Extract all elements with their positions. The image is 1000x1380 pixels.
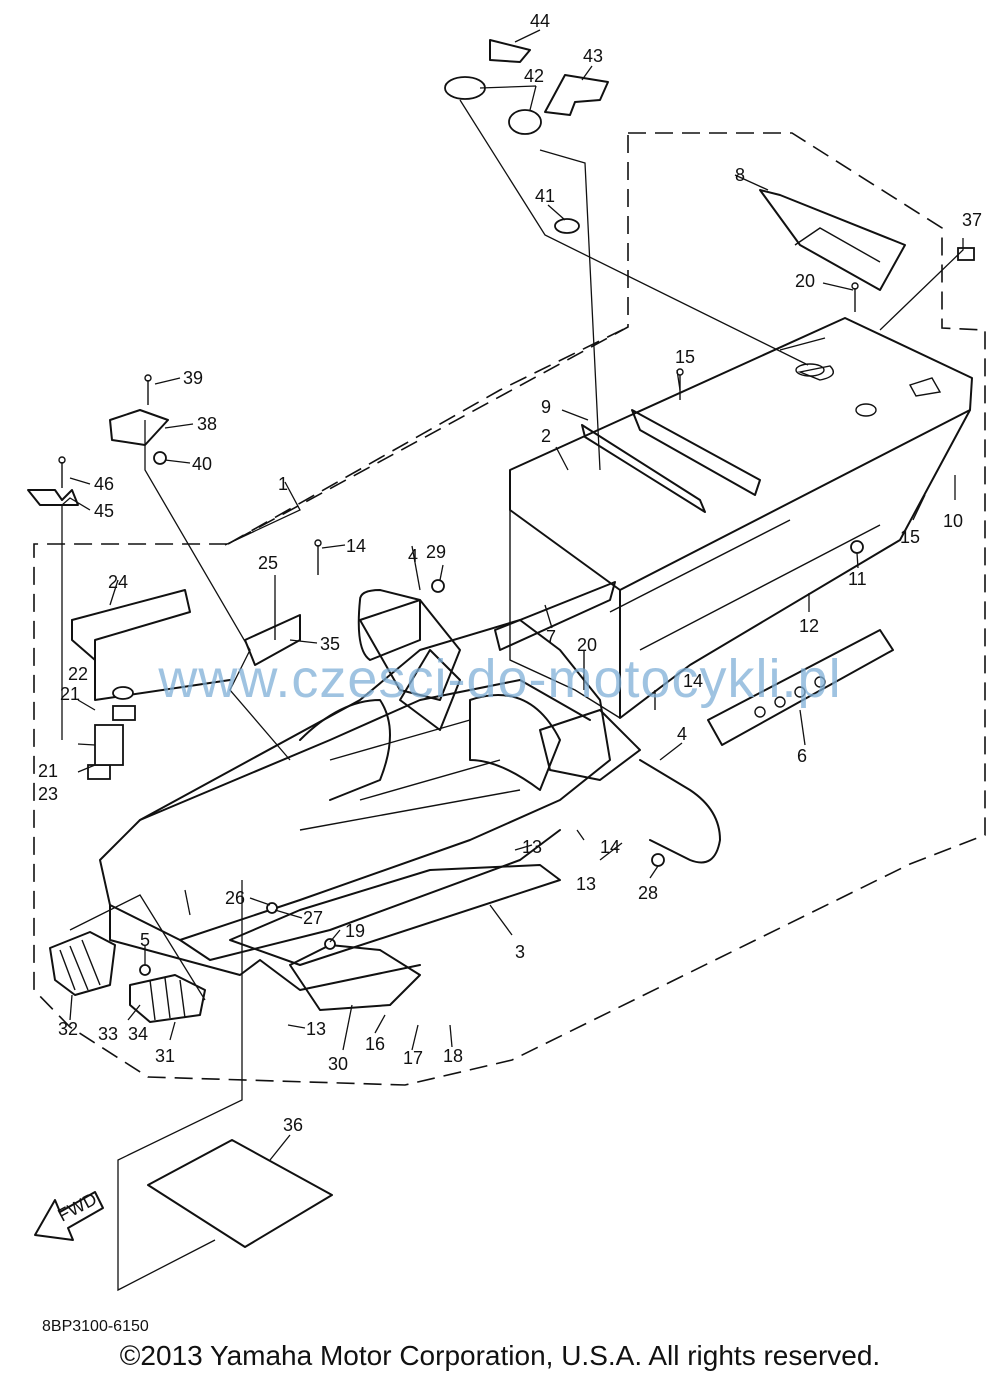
callout-6: 6 <box>797 746 807 766</box>
grommet-part <box>554 218 580 234</box>
top-bracket-part <box>759 189 906 291</box>
callout-27: 27 <box>303 908 323 928</box>
callout-5: 5 <box>140 930 150 950</box>
callout-4a: 4 <box>408 546 418 566</box>
callout-36: 36 <box>283 1115 303 1135</box>
callout-9: 9 <box>541 397 551 417</box>
callout-13c: 13 <box>306 1019 326 1039</box>
rear-tunnel <box>509 317 973 719</box>
callout-34: 34 <box>128 1024 148 1044</box>
callout-38: 38 <box>197 414 217 434</box>
callout-31: 31 <box>155 1046 175 1066</box>
callout-44: 44 <box>530 11 550 31</box>
callout-8: 8 <box>735 165 745 185</box>
watermark-text: www.czesci-do-motocykli.pl <box>158 649 842 709</box>
bearing-part <box>112 686 134 700</box>
seat-rail-part <box>581 409 761 513</box>
callout-29: 29 <box>426 542 446 562</box>
callout-41: 41 <box>535 186 555 206</box>
callout-18: 18 <box>443 1046 463 1066</box>
callouts: 1 2 3 4 4 5 6 7 8 9 10 11 12 13 13 13 13… <box>38 11 982 1135</box>
side-rail-part <box>707 629 894 746</box>
callout-40: 40 <box>192 454 212 474</box>
callout-30: 30 <box>328 1054 348 1074</box>
callout-46: 46 <box>94 474 114 494</box>
fwd-arrow-icon <box>34 1191 104 1241</box>
callout-12: 12 <box>799 616 819 636</box>
callout-14a: 14 <box>346 536 366 556</box>
boot-left <box>49 931 116 996</box>
callout-37: 37 <box>962 210 982 230</box>
assembly-boundary-upper <box>33 132 986 1086</box>
cap-part <box>957 247 975 261</box>
callout-32: 32 <box>58 1019 78 1039</box>
callout-26: 26 <box>225 888 245 908</box>
callout-43: 43 <box>583 46 603 66</box>
leader-lines <box>61 29 964 1292</box>
callout-20a: 20 <box>795 271 815 291</box>
callout-17: 17 <box>403 1048 423 1068</box>
callout-19: 19 <box>345 921 365 941</box>
callout-21b: 21 <box>38 761 58 781</box>
main-frame <box>99 599 641 961</box>
clamp-part <box>27 489 79 506</box>
callout-23: 23 <box>38 784 58 804</box>
callout-11: 11 <box>848 569 867 589</box>
callout-15b: 15 <box>900 527 920 547</box>
callout-10: 10 <box>943 511 963 531</box>
callout-25: 25 <box>258 553 278 573</box>
callout-21a: 21 <box>60 684 80 704</box>
handle-left <box>357 589 421 661</box>
callout-39: 39 <box>183 368 203 388</box>
handle-right <box>639 759 721 864</box>
callout-1: 1 <box>278 474 288 494</box>
plate-part <box>109 409 169 446</box>
callout-13a: 13 <box>522 837 542 857</box>
fwd-label: FWD <box>54 1189 100 1226</box>
assembly-boundary-inner <box>227 326 629 545</box>
callout-16: 16 <box>365 1034 385 1054</box>
callout-13b: 13 <box>576 874 596 894</box>
hitch-plate-part <box>244 614 301 666</box>
spindle-part <box>94 724 124 766</box>
callout-20b: 20 <box>577 635 597 655</box>
callout-2: 2 <box>541 426 551 446</box>
callout-28: 28 <box>638 883 658 903</box>
callout-14b: 14 <box>683 671 703 691</box>
copyright-notice: ©2013 Yamaha Motor Corporation, U.S.A. A… <box>119 1340 881 1371</box>
callout-4b: 4 <box>677 724 687 744</box>
callout-3: 3 <box>515 942 525 962</box>
callout-22: 22 <box>68 664 88 684</box>
mat-part <box>147 1139 333 1248</box>
diagram-code: 8BP3100-6150 <box>42 1318 149 1335</box>
collar-part <box>112 705 136 721</box>
callout-42: 42 <box>524 66 544 86</box>
callout-24: 24 <box>108 572 128 592</box>
callout-35: 35 <box>320 634 340 654</box>
callout-15a: 15 <box>675 347 695 367</box>
callout-45: 45 <box>94 501 114 521</box>
callout-14c: 14 <box>600 837 620 857</box>
bolts-group <box>58 282 864 976</box>
callout-33: 33 <box>98 1024 118 1044</box>
callout-7: 7 <box>546 627 556 647</box>
bracket-part <box>494 581 616 651</box>
boot-right <box>129 974 206 1023</box>
pads-group <box>444 39 609 135</box>
